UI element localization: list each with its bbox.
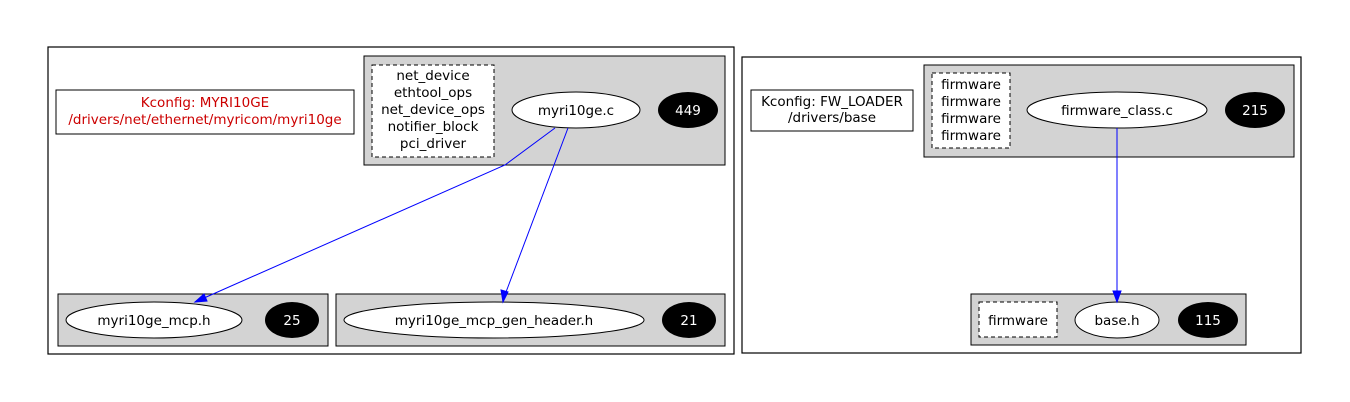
struct-item: firmware xyxy=(941,128,1001,144)
file-node-label: myri10ge_mcp.h xyxy=(97,313,210,329)
struct-item: ethtool_ops xyxy=(394,85,472,101)
kconfig-path: /drivers/net/ethernet/myricom/myri10ge xyxy=(68,112,341,128)
struct-list-box xyxy=(371,64,495,158)
struct-item: net_device xyxy=(396,68,469,84)
kconfig-label: Kconfig: FW_LOADER xyxy=(761,94,903,110)
file-node-label: myri10ge_mcp_gen_header.h xyxy=(395,313,594,329)
count-badge xyxy=(1178,302,1238,338)
count-badge-label: 215 xyxy=(1242,103,1268,119)
struct-item: pci_driver xyxy=(400,136,467,152)
struct-item: firmware xyxy=(941,111,1001,127)
kconfig-path: /drivers/base xyxy=(788,110,876,126)
file-node-myri10ge-c[interactable] xyxy=(511,91,641,129)
struct-item: firmware xyxy=(941,94,1001,110)
struct-item: notifier_block xyxy=(388,119,479,135)
count-badge-label: 21 xyxy=(680,313,697,329)
count-badge xyxy=(1225,92,1285,128)
kconfig-box-fw-loader xyxy=(750,89,914,132)
dependency-edge xyxy=(194,127,556,303)
struct-item: firmware xyxy=(941,77,1001,93)
struct-item: net_device_ops xyxy=(381,102,485,118)
count-badge xyxy=(658,92,718,128)
count-badge xyxy=(265,302,319,338)
edge-arrowhead xyxy=(193,293,208,303)
count-badge xyxy=(662,302,716,338)
count-badge-label: 25 xyxy=(283,313,300,329)
file-node-label: firmware_class.c xyxy=(1061,103,1173,119)
file-node-label: myri10ge.c xyxy=(538,103,614,119)
file-node-label: base.h xyxy=(1094,313,1139,329)
struct-list-box xyxy=(978,301,1058,338)
count-badge-label: 449 xyxy=(675,103,701,119)
dependency-edge xyxy=(502,127,569,301)
kconfig-box-myri10ge xyxy=(55,89,355,135)
edge-arrowhead xyxy=(500,289,509,304)
struct-list-box xyxy=(931,72,1011,149)
struct-item: firmware xyxy=(988,313,1048,329)
edge-arrowhead xyxy=(1112,290,1122,304)
file-node-myri10ge-mcp-h[interactable] xyxy=(65,301,243,339)
count-badge-label: 115 xyxy=(1195,313,1221,329)
kconfig-label: Kconfig: MYRI10GE xyxy=(141,95,269,111)
file-node-myri10ge-mcp-gen-header-h[interactable] xyxy=(343,301,645,339)
